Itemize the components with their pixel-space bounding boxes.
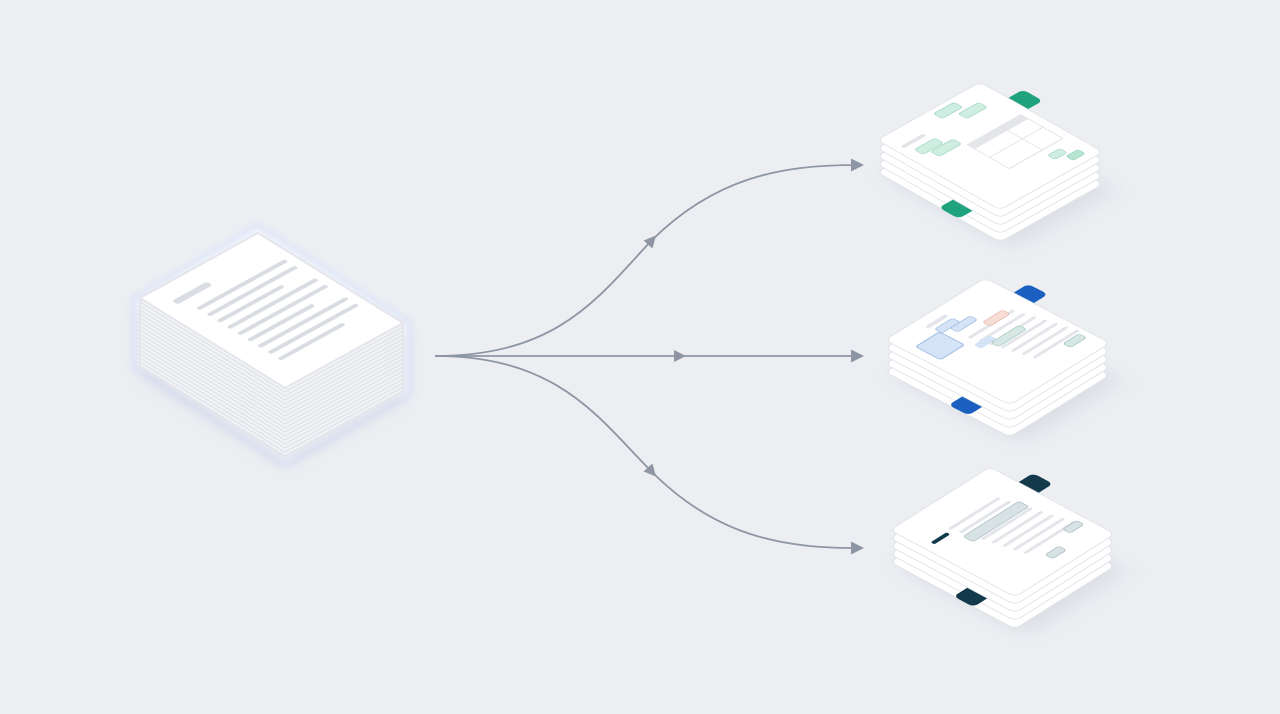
arrow-2 <box>435 349 864 363</box>
page-edge <box>139 321 404 413</box>
text-line <box>901 134 926 148</box>
table-rule <box>989 127 1044 158</box>
arrowhead-mid <box>674 350 686 362</box>
arrowhead-end <box>851 541 864 555</box>
text-line <box>1024 521 1076 554</box>
page-content <box>901 102 1085 170</box>
text-line <box>1000 319 1047 349</box>
title-bar <box>931 532 950 544</box>
page-content <box>916 309 1086 360</box>
arrowhead-end <box>851 158 864 172</box>
text-line <box>207 266 298 316</box>
arrowhead-end <box>851 349 864 363</box>
text-line <box>1022 326 1069 355</box>
field-pill <box>934 102 962 119</box>
field-pill <box>1066 149 1085 161</box>
arrow-1 <box>434 158 864 357</box>
arrow-path <box>434 164 857 357</box>
highlight-pill <box>1063 334 1086 348</box>
page-edge <box>139 333 404 425</box>
text-line <box>925 314 948 328</box>
page-edge <box>139 309 404 401</box>
output-stack-blue <box>887 279 1108 436</box>
arrowhead-mid <box>643 463 657 477</box>
page-edge <box>139 313 404 405</box>
heading-line <box>173 282 212 304</box>
page-edge <box>139 357 404 449</box>
page-edge <box>139 345 404 437</box>
field-pill <box>958 102 987 119</box>
highlight-block <box>963 501 1029 542</box>
highlight-pill <box>991 325 1026 347</box>
highlight-pill <box>983 310 1010 326</box>
page-edge <box>139 305 404 397</box>
arrowhead-mid <box>643 235 657 249</box>
highlight-pill <box>1045 546 1066 559</box>
text-line <box>217 285 285 323</box>
text-line <box>1011 323 1058 352</box>
table-header <box>967 114 1029 150</box>
table-frame <box>966 114 1064 170</box>
page-content <box>931 497 1084 559</box>
page-edge <box>139 341 404 433</box>
text-line <box>979 313 1026 342</box>
highlight-pill <box>1063 520 1084 533</box>
text-line <box>268 303 359 354</box>
text-line <box>959 500 1011 534</box>
page-edge <box>139 317 404 409</box>
page-edge <box>139 349 404 441</box>
text-line <box>1032 329 1080 359</box>
arrow-path <box>434 355 857 549</box>
text-line <box>991 511 1044 544</box>
highlight-pill <box>974 335 996 349</box>
output-stack-navy <box>892 468 1113 628</box>
text-line <box>278 323 345 361</box>
text-line <box>237 284 328 335</box>
text-line <box>257 297 349 348</box>
text-line <box>247 304 315 342</box>
source-document-stack <box>131 222 413 469</box>
text-line <box>981 507 1033 540</box>
field-pill <box>915 138 943 155</box>
source-top-page <box>139 232 404 389</box>
arrow-3 <box>434 355 864 555</box>
text-line <box>1013 517 1065 551</box>
table-rule <box>1000 126 1043 151</box>
source-page-content <box>173 259 359 361</box>
arrows <box>434 158 864 555</box>
highlight-pill <box>950 316 977 332</box>
image-block <box>916 332 964 360</box>
page-edge <box>139 337 404 429</box>
text-line <box>197 259 288 310</box>
field-pill <box>1048 148 1067 160</box>
page-edge <box>139 329 404 421</box>
page-edge <box>139 361 404 453</box>
page-edge <box>139 325 404 417</box>
page-edge <box>139 301 404 393</box>
text-line <box>227 278 318 329</box>
text-line <box>948 497 1001 530</box>
output-document-stacks <box>879 83 1113 628</box>
output-stack-green <box>879 83 1101 241</box>
text-line <box>1002 514 1054 547</box>
top-page <box>892 468 1113 596</box>
page-edge <box>139 353 404 445</box>
field-pill <box>931 139 961 157</box>
